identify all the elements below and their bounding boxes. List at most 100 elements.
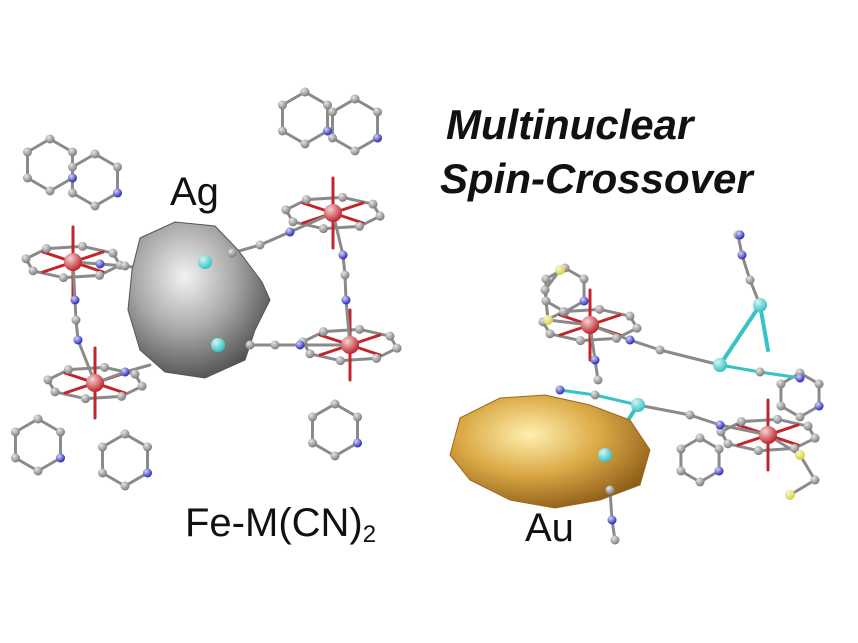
carbon-atom [33,466,43,476]
bond [558,388,597,397]
bond [66,365,107,372]
carbon-atom [41,244,51,254]
carbon-atom [558,307,568,317]
au-au-bond [718,303,762,367]
title-line-1: Multinuclear [446,101,694,148]
bond [83,394,124,401]
title-line-2: Spin-Crossover [440,155,753,202]
carbon-atom [318,327,328,337]
carbon-atom [541,274,551,284]
nitrogen-atom [70,295,80,305]
carbon-atom [340,270,350,280]
carbon-atom [288,217,298,227]
carbon-atom [335,356,345,366]
nitrogen-atom [555,385,565,395]
carbon-atom [33,414,43,424]
nitrogen-atom [715,420,725,430]
carbon-atom [305,349,315,359]
carbon-atom [753,446,763,456]
carbon-atom [593,375,603,385]
carbon-atom [330,399,340,409]
bond [321,224,362,231]
bond [578,336,619,343]
bond [776,417,810,428]
bond [758,370,802,380]
gold-atom [713,358,727,372]
nitrogen-atom [590,355,600,365]
gold-atom [598,448,612,462]
bond [31,269,65,280]
iron-atom [581,316,599,334]
nitrogen-atom [795,373,805,383]
iron-atom [324,204,342,222]
carbon-atom [56,427,66,437]
carbon-atom [300,139,310,149]
nitrogen-atom [68,173,78,183]
nitrogen-atom [338,250,348,260]
carbon-atom [545,329,555,339]
carbon-atom [10,453,20,463]
silver-atom [198,255,212,269]
carbon-atom [355,221,365,231]
label-silver: Ag [170,170,219,214]
nitrogen-atom [625,335,635,345]
carbon-atom [307,412,317,422]
nitrogen-atom [735,230,745,240]
carbon-atom [227,248,237,258]
bond [103,365,137,376]
carbon-atom [22,147,32,157]
nitrogen-atom [120,367,130,377]
iron-atom [86,374,104,392]
carbon-atom [300,87,310,97]
nitrogen-atom [714,466,724,476]
carbon-atom [327,133,337,143]
carbon-atom [43,375,53,385]
nitrogen-atom [73,335,83,345]
carbon-atom [270,340,280,350]
carbon-atom [814,379,824,389]
sulfur-atom [785,490,795,500]
carbon-atom [676,444,686,454]
carbon-atom [120,481,130,491]
carbon-atom [97,442,107,452]
carbon-atom [130,369,140,379]
carbon-atom [595,304,605,314]
carbon-atom [45,186,55,196]
sulfur-atom [795,450,805,460]
formula-label: Fe-M(CN)2 [185,503,376,547]
carbon-atom [632,323,642,333]
carbon-atom [810,433,820,443]
nitrogen-atom [295,340,305,350]
carbon-atom [323,100,333,110]
carbon-atom [68,147,78,157]
carbon-atom [63,365,73,375]
carbon-atom [795,412,805,422]
carbon-atom [685,410,695,420]
carbon-atom [353,412,363,422]
carbon-atom [28,266,38,276]
carbon-atom [67,162,77,172]
nitrogen-atom [143,468,153,478]
carbon-atom [108,248,118,258]
carbon-atom [307,438,317,448]
iron-atom [759,426,777,444]
bond [628,338,662,352]
carbon-atom [143,442,153,452]
bond [598,307,632,318]
carbon-atom [695,433,705,443]
nitrogen-atom [373,133,383,143]
nitrogen-atom [56,453,66,463]
bond [321,327,362,334]
carbon-atom [327,107,337,117]
bond [258,230,292,247]
carbon-atom [736,417,746,427]
nitrogen-atom [323,126,333,136]
carbon-atom [95,270,105,280]
bond [726,442,760,453]
carbon-atom [113,162,123,172]
gold-atom [631,398,645,412]
formula-main: Fe-M(CN) [185,501,363,545]
carbon-atom [71,315,81,325]
bond [304,195,345,202]
bond [358,327,392,338]
